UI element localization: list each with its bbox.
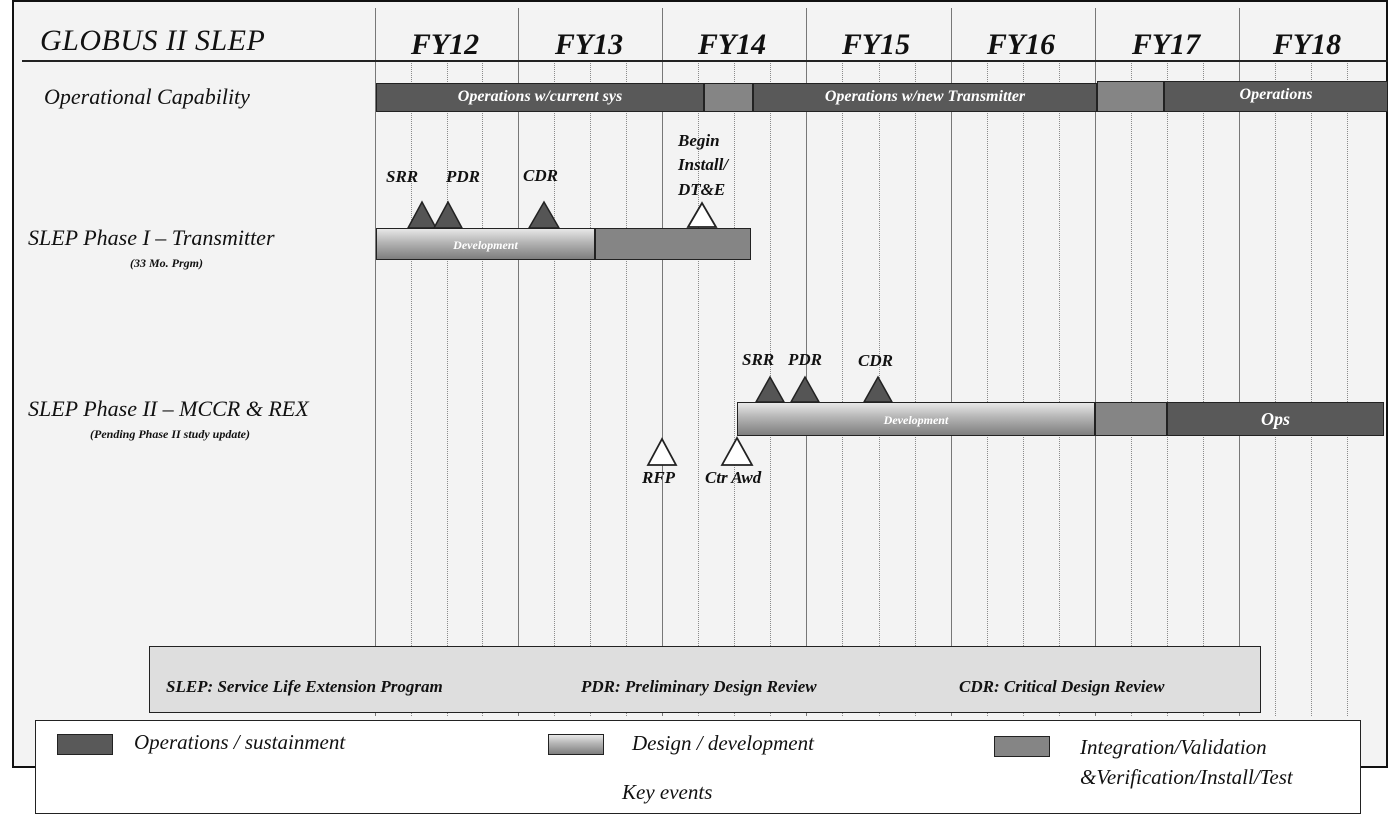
year-boundary-line <box>662 8 663 716</box>
quarter-line <box>1131 60 1132 716</box>
milestone-label: DT&E <box>678 180 726 199</box>
header-rule <box>22 60 1388 62</box>
quarter-line <box>1275 60 1276 716</box>
year-boundary-line <box>1239 8 1240 716</box>
glossary-slep: SLEP: Service Life Extension Program <box>166 677 443 696</box>
bar-phase1-integration <box>595 228 751 260</box>
quarter-line <box>987 60 988 716</box>
fy-label: FY17 <box>1131 28 1201 61</box>
milestone-label: RFP <box>642 468 676 487</box>
acronym-glossary: SLEP: Service Life Extension Program PDR… <box>149 646 1261 713</box>
bar-integration-transition-1 <box>704 83 753 112</box>
cdr-milestone-icon <box>862 375 894 403</box>
row-label-operational: Operational Capability <box>44 84 250 109</box>
glossary-pdr: PDR: Preliminary Design Review <box>581 677 817 696</box>
diagram-title: GLOBUS II SLEP <box>40 24 266 57</box>
quarter-line <box>1347 60 1348 716</box>
quarter-line <box>1059 60 1060 716</box>
quarter-line <box>1311 60 1312 716</box>
row-sub-phase1: (33 Mo. Prgm) <box>130 256 203 270</box>
pdr-milestone-icon <box>432 200 464 229</box>
cdr-milestone-icon <box>527 200 561 229</box>
milestone-label: SRR <box>386 167 419 186</box>
year-boundary-line <box>806 8 807 716</box>
row-label-phase2: SLEP Phase II – MCCR & REX <box>28 396 309 421</box>
legend-label-operations: Operations / sustainment <box>134 730 346 754</box>
quarter-line <box>915 60 916 716</box>
bar-label: Operations <box>1239 86 1313 103</box>
year-boundary-line <box>375 8 376 716</box>
legend-label-key-events: Key events <box>622 780 713 804</box>
fy-label: FY15 <box>841 28 911 61</box>
fy-label: FY13 <box>554 28 624 61</box>
pdr-milestone-icon <box>789 375 821 403</box>
quarter-line <box>482 60 483 716</box>
quarter-line <box>842 60 843 716</box>
bar-integration-transition-2 <box>1097 81 1164 112</box>
quarter-line <box>411 60 412 716</box>
fy-label: FY12 <box>410 28 480 61</box>
bar-label: Development <box>453 238 518 252</box>
install-key-event-icon <box>686 201 718 228</box>
quarter-line <box>626 60 627 716</box>
bar-phase2-development: Development <box>737 402 1095 436</box>
legend-label-integration-2: &Verification/Install/Test <box>1080 765 1293 789</box>
bar-label: Operations w/new Transmitter <box>824 88 1026 105</box>
milestone-label: CDR <box>523 166 558 185</box>
row-label-phase1: SLEP Phase I – Transmitter <box>28 225 275 250</box>
bar-label: Development <box>883 413 949 427</box>
milestone-label: Ctr Awd <box>705 468 762 487</box>
quarter-line <box>447 60 448 716</box>
milestone-label: PDR <box>446 167 480 186</box>
row-sub-phase2: (Pending Phase II study update) <box>90 427 251 441</box>
milestone-label: Begin <box>678 131 720 150</box>
year-boundary-line <box>1095 8 1096 716</box>
bar-phase2-ops: Ops <box>1167 402 1384 436</box>
quarter-line <box>1203 60 1204 716</box>
bar-ops-new-transmitter: Operations w/new Transmitter <box>753 83 1097 112</box>
bar-phase2-integration <box>1095 402 1167 436</box>
srr-milestone-icon <box>754 375 786 403</box>
bar-label: Ops <box>1260 409 1290 429</box>
fy-label: FY14 <box>697 28 767 61</box>
legend-swatch-design <box>548 734 604 755</box>
fy-label: FY18 <box>1272 28 1342 61</box>
legend: Operations / sustainment Design / develo… <box>35 720 1361 814</box>
quarter-line <box>554 60 555 716</box>
milestone-label: CDR <box>858 351 893 370</box>
bar-ops-current-sys: Operations w/current sys <box>376 83 704 112</box>
bar-label: Operations w/current sys <box>457 88 623 105</box>
milestone-label: SRR <box>742 350 775 369</box>
legend-label-design: Design / development <box>632 731 814 755</box>
bar-phase1-development: Development <box>376 228 595 260</box>
quarter-line <box>734 60 735 716</box>
diagram-frame <box>12 0 1388 768</box>
bar-ops-final: Operations <box>1164 81 1388 112</box>
glossary-cdr: CDR: Critical Design Review <box>959 677 1165 696</box>
award-key-event-icon <box>720 436 754 466</box>
quarter-line <box>590 60 591 716</box>
quarter-line <box>698 60 699 716</box>
rfp-key-event-icon <box>646 437 678 466</box>
quarter-line <box>1023 60 1024 716</box>
srr-milestone-icon <box>406 200 438 229</box>
legend-swatch-operations <box>57 734 113 755</box>
milestone-label: PDR <box>788 350 822 369</box>
year-boundary-line <box>518 8 519 716</box>
fy-label: FY16 <box>986 28 1056 61</box>
year-boundary-line <box>951 8 952 716</box>
legend-swatch-integration <box>994 736 1050 757</box>
milestone-label: Install/ <box>678 155 729 174</box>
quarter-line <box>1167 60 1168 716</box>
legend-label-integration: Integration/Validation <box>1080 735 1267 759</box>
